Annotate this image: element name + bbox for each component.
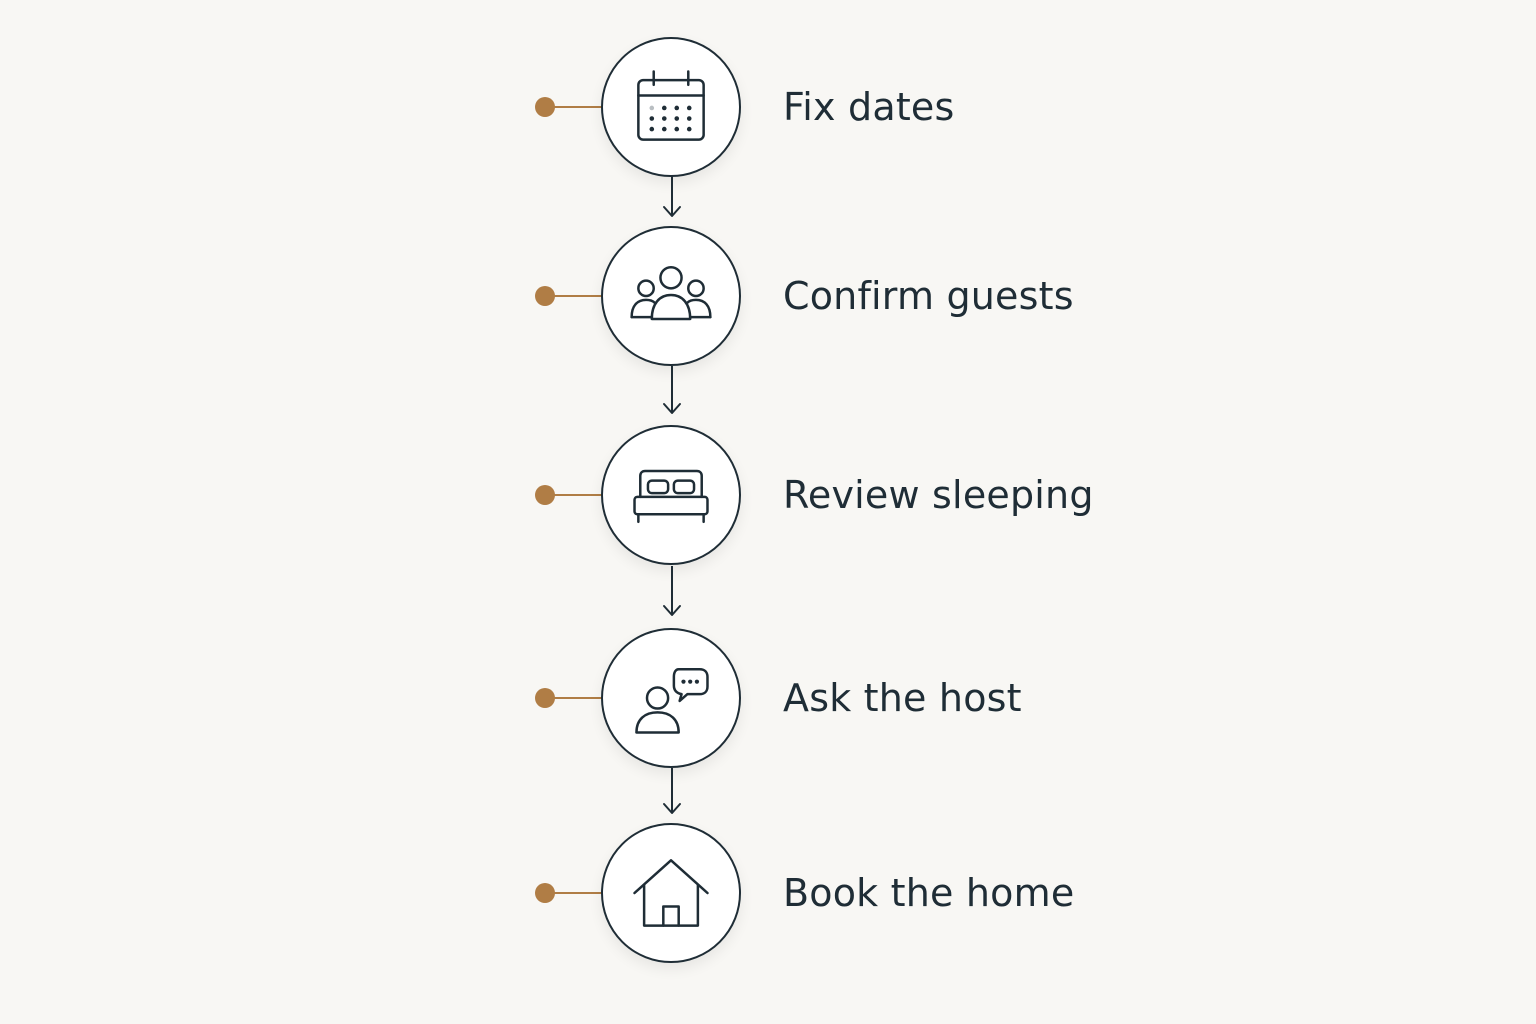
- step-label: Review sleeping: [783, 473, 1094, 517]
- arrow-down-icon: [663, 175, 681, 217]
- step-fix-dates: Fix dates: [0, 37, 1536, 177]
- step-ask-the-host: Ask the host: [0, 628, 1536, 768]
- connector-dot: [535, 286, 555, 306]
- connector-dot: [535, 97, 555, 117]
- arrow-down-icon: [663, 768, 681, 814]
- group-icon: [630, 265, 712, 321]
- step-label: Fix dates: [783, 85, 955, 129]
- step-review-sleeping: Review sleeping: [0, 425, 1536, 565]
- connector-line: [553, 697, 603, 699]
- step-confirm-guests: Confirm guests: [0, 226, 1536, 366]
- step-circle: [601, 37, 741, 177]
- step-circle: [601, 628, 741, 768]
- connector-line: [553, 494, 603, 496]
- person-chat-icon: [635, 667, 709, 734]
- step-circle: [601, 425, 741, 565]
- step-book-the-home: Book the home: [0, 823, 1536, 963]
- step-circle: [601, 226, 741, 366]
- step-label: Book the home: [783, 871, 1075, 915]
- connector-dot: [535, 688, 555, 708]
- connector-dot: [535, 883, 555, 903]
- bed-icon: [633, 469, 709, 524]
- arrow-down-icon: [663, 566, 681, 616]
- connector-dot: [535, 485, 555, 505]
- arrow-down-icon: [663, 366, 681, 414]
- house-icon: [633, 859, 709, 927]
- step-circle: [601, 823, 741, 963]
- connector-line: [553, 106, 603, 108]
- step-label: Confirm guests: [783, 274, 1074, 318]
- connector-line: [553, 295, 603, 297]
- step-label: Ask the host: [783, 676, 1022, 720]
- calendar-icon: [637, 70, 705, 141]
- connector-line: [553, 892, 603, 894]
